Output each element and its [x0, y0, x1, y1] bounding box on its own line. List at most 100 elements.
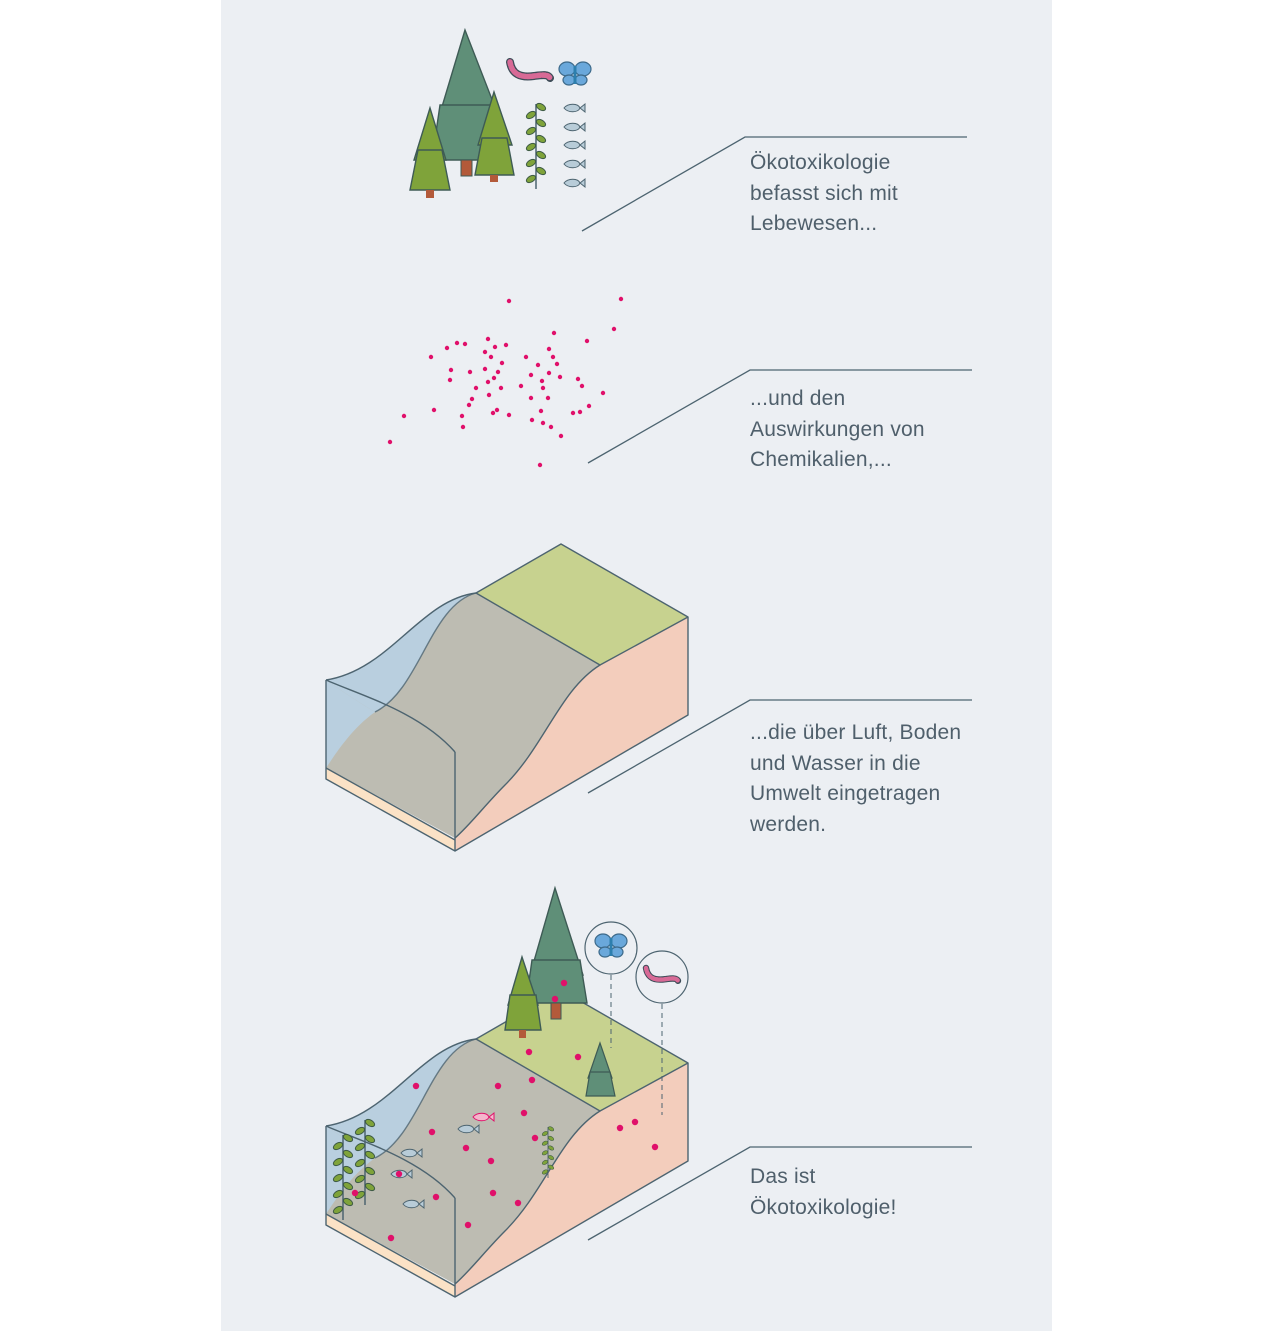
caption-line: werden.: [750, 812, 827, 836]
contaminated-fish-icon: [472, 1111, 495, 1123]
chemical-dot: [554, 361, 560, 367]
caption-line: ...und den: [750, 387, 846, 410]
caption-chemicals: ...und den Auswirkungen von Chemikalien,…: [750, 384, 925, 476]
chemical-dot: [387, 439, 393, 445]
organisms-illustration: [409, 27, 592, 198]
chemical-dot: [550, 354, 556, 360]
butterfly-icon: [558, 61, 592, 86]
chemical-dot: [473, 385, 479, 391]
caption-organisms: Ökotoxikologie befasst sich mit Lebewese…: [750, 148, 898, 240]
chemical-dot: [485, 379, 491, 385]
caption-line: befasst sich mit: [750, 181, 898, 205]
caption-line: Lebewesen...: [750, 212, 878, 235]
chemical-dot: [459, 413, 465, 419]
caption-line: Umwelt eingetragen: [750, 782, 941, 805]
chemical-dot: [528, 372, 534, 378]
chemical-dot: [574, 1053, 582, 1061]
ecosystem-block: [325, 885, 689, 1298]
chemical-dot: [462, 341, 468, 347]
chemical-dot: [492, 344, 498, 350]
chemical-dot: [584, 338, 590, 344]
chemical-dot: [529, 417, 535, 423]
chemical-dot: [557, 374, 563, 380]
chemical-dot: [506, 412, 512, 418]
chemical-dot: [494, 1082, 502, 1090]
chemical-dot: [503, 342, 509, 348]
fish-icons: [563, 103, 586, 188]
chemical-dot: [489, 1189, 497, 1197]
chemical-dot: [401, 413, 407, 419]
chemical-dot: [432, 1193, 440, 1201]
chemical-dot: [447, 377, 453, 383]
chemical-dot: [487, 1157, 495, 1165]
chemical-dot: [551, 330, 557, 336]
chemical-dot: [462, 1144, 470, 1152]
chemical-dot: [540, 420, 546, 426]
chemical-dot: [482, 366, 488, 372]
chemical-dot: [495, 369, 501, 375]
chemical-dot: [616, 1124, 624, 1132]
chemical-dot: [498, 385, 504, 391]
caption-line: und Wasser in die: [750, 751, 921, 775]
chemical-dot: [570, 410, 576, 416]
chemical-dot: [535, 362, 541, 368]
chemical-dot: [523, 354, 529, 360]
chemical-dot: [351, 1189, 359, 1197]
caption-conclusion: Das ist Ökotoxikologie!: [750, 1162, 897, 1223]
chemical-dot: [506, 298, 512, 304]
chemical-dot: [520, 1109, 528, 1117]
chemical-dot: [444, 345, 450, 351]
chemical-dot: [412, 1082, 420, 1090]
chemical-dot: [560, 979, 568, 987]
chemical-dot: [499, 360, 505, 366]
chemical-dot: [528, 1076, 536, 1084]
chemical-dot: [548, 424, 554, 430]
caption-line: Ökotoxikologie!: [750, 1195, 897, 1219]
plant-icon: [524, 101, 548, 190]
chemical-dot: [467, 369, 473, 375]
chemical-dot: [546, 346, 552, 352]
chemical-dots: [387, 296, 624, 468]
chemical-dot: [575, 376, 581, 382]
chemical-dot: [460, 424, 466, 430]
chemical-dot: [431, 407, 437, 413]
chemical-dot: [600, 390, 606, 396]
chemical-dot: [618, 296, 624, 302]
caption-line: Auswirkungen von: [750, 417, 925, 441]
chemical-dot: [611, 326, 617, 332]
chemical-dot: [528, 395, 534, 401]
chemical-dot: [514, 1199, 522, 1207]
chemical-dot: [546, 370, 552, 376]
chemical-dot: [577, 409, 583, 415]
chemical-dot: [538, 408, 544, 414]
chemical-dot: [466, 402, 472, 408]
caption-pathways: ...die über Luft, Boden und Wasser in di…: [750, 718, 961, 840]
chemical-dot: [539, 378, 545, 384]
chemical-dot: [579, 383, 585, 389]
chemical-dot: [525, 1048, 533, 1056]
chemical-dot: [531, 1134, 539, 1142]
chemical-dot: [586, 403, 592, 409]
chemical-dot: [454, 340, 460, 346]
chemical-dot: [485, 336, 491, 342]
chemical-dot: [490, 410, 496, 416]
caption-line: Ökotoxikologie: [750, 151, 891, 174]
worm-icon: [510, 62, 550, 78]
caption-line: Das ist: [750, 1165, 816, 1188]
chemical-dot: [491, 375, 497, 381]
environment-block: [325, 543, 689, 852]
chemical-dot: [551, 995, 559, 1003]
chemical-dot: [518, 383, 524, 389]
chemical-dot: [631, 1118, 639, 1126]
chemical-dot: [428, 354, 434, 360]
caption-line: Chemikalien,...: [750, 448, 892, 471]
chemical-dot: [464, 1221, 472, 1229]
chemical-dot: [428, 1128, 436, 1136]
chemical-dot: [488, 354, 494, 360]
chemical-dot: [469, 396, 475, 402]
leader-lines: [581, 136, 972, 1241]
chemical-dot: [395, 1170, 403, 1178]
chemical-dot: [540, 385, 546, 391]
chemical-dot: [482, 349, 488, 355]
